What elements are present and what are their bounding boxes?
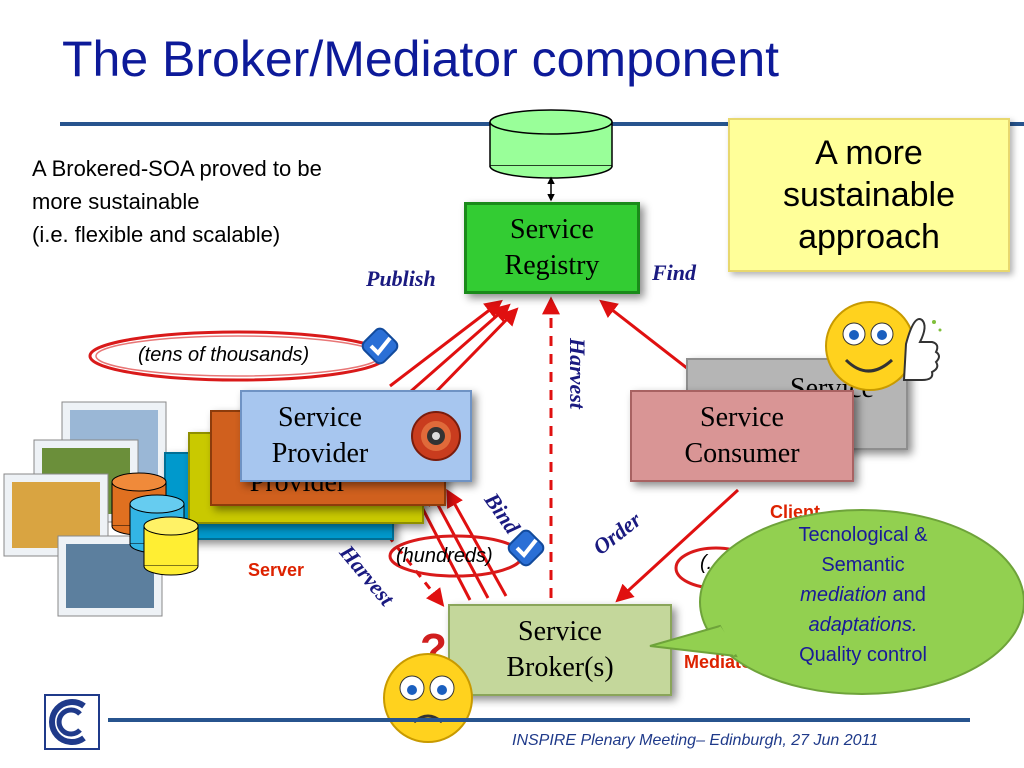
registry-line-2: Registry — [504, 250, 600, 281]
provider-line-1: Service — [278, 402, 362, 433]
service-broker-node: Service Broker(s) — [448, 604, 672, 696]
page-title: The Broker/Mediator component — [62, 31, 780, 87]
service-consumer-node: Service Consumer — [630, 390, 854, 482]
service-registry-node: Service Registry — [464, 202, 640, 294]
bubble-line-1: Tecnological & — [798, 524, 928, 546]
bubble-line-5: Quality control — [799, 644, 927, 666]
harvest-vertical-label: Harvest — [565, 338, 590, 409]
registry-line-1: Service — [510, 214, 594, 245]
intro-line-2: more sustainable — [32, 189, 200, 214]
speech-bubble-text: Tecnological & Semantic mediation and ad… — [770, 520, 956, 670]
order-arrow — [615, 488, 740, 603]
provider-line-2: Provider — [271, 438, 369, 469]
database-stack-icon — [111, 472, 199, 576]
broker-line-2: Broker(s) — [506, 652, 614, 683]
bubble-line-2: Semantic — [821, 554, 905, 576]
speech-bubble-icon — [649, 509, 1024, 695]
publish-label: Publish — [366, 266, 436, 291]
publish-arrows — [389, 299, 519, 400]
photo-stack-icon — [3, 401, 167, 617]
service-provider-node: Service Provider — [240, 390, 472, 482]
consumer-line-2: Consumer — [684, 438, 800, 469]
server-role-label: Server — [248, 560, 305, 580]
footer-rule — [108, 718, 970, 722]
bubble-line-3-emphasis: mediation — [800, 584, 887, 606]
database-icon — [489, 109, 613, 179]
bubble-line-4-emphasis: adaptations. — [808, 614, 918, 636]
title-rule — [60, 122, 730, 126]
intro-text: A Brokered-SOA proved to be more sustain… — [32, 152, 322, 251]
callout-box: A more sustainable approach — [728, 118, 1010, 272]
intro-line-1: A Brokered-SOA proved to be — [32, 156, 322, 181]
check-icon — [507, 529, 545, 567]
footer-text: INSPIRE Plenary Meeting– Edinburgh, 27 J… — [512, 732, 879, 749]
callout-line-2: sustainable — [782, 176, 955, 214]
providers-count: (tens of thousands) — [138, 344, 310, 366]
callout-line-1: A more — [815, 134, 923, 172]
find-label: Find — [652, 260, 697, 285]
broker-line-1: Service — [518, 616, 602, 647]
callout-line-3: approach — [798, 218, 940, 256]
consumer-line-1: Service — [700, 402, 784, 433]
cnr-logo-icon — [44, 694, 100, 750]
intro-line-3: (i.e. flexible and scalable) — [32, 222, 281, 247]
bubble-line-3-rest: and — [886, 584, 926, 606]
smiley-worried-icon: ? — [383, 625, 473, 743]
gear-icon — [411, 411, 461, 461]
smiley-thumbs-up-icon — [825, 301, 942, 391]
check-icon — [361, 327, 399, 365]
consumers-count: (. — [700, 552, 713, 574]
brokers-count: (hundreds) — [396, 545, 493, 567]
